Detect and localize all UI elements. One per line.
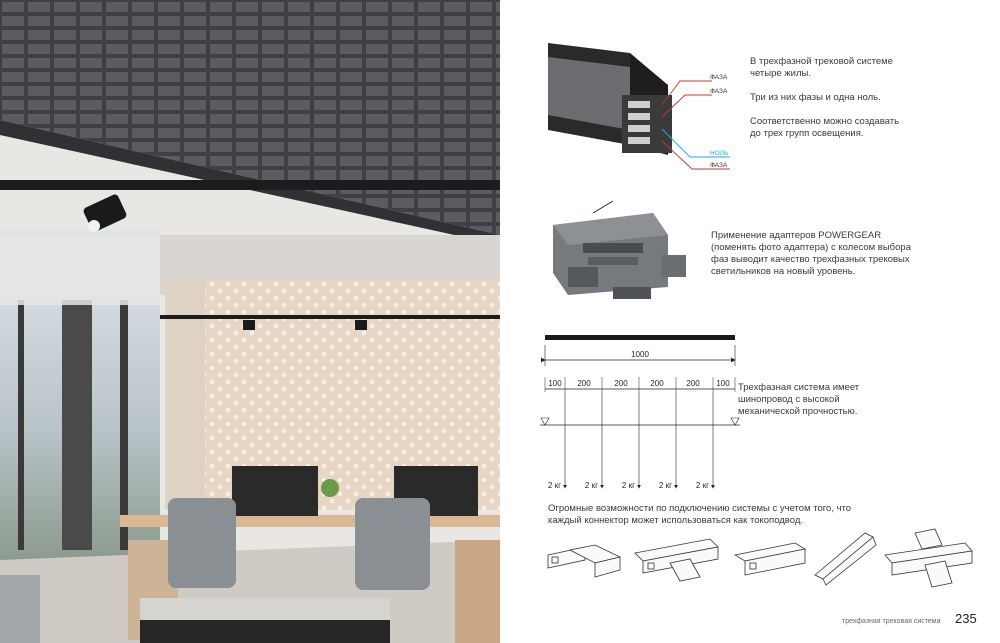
total-length-label: 1000: [631, 350, 649, 359]
block-adapters: Применение адаптеров POWERGEAR (поменять…: [711, 230, 911, 278]
t-connector-drawing: [634, 538, 719, 582]
straight-connector-drawing: [733, 542, 807, 576]
text-line: каждый коннектор может использоваться ка…: [548, 515, 804, 526]
text-line: шинопровод с высокой: [738, 394, 840, 405]
office-interior-photo: [0, 0, 500, 643]
text-line: до трех групп освещения.: [750, 128, 864, 139]
load-label: 2 кг: [659, 481, 672, 490]
text-line: В трехфазной трековой системе: [750, 56, 893, 67]
segment-label: 100: [548, 379, 562, 388]
segment-label: 100: [716, 379, 730, 388]
segment-label: 200: [686, 379, 700, 388]
block-connectors: Огромные возможности по подключению сист…: [548, 503, 851, 527]
section-title: трехфазная трековая система: [842, 618, 941, 625]
l-connector-drawing: [547, 544, 622, 578]
track-profile-image: ФАЗА ФАЗА НОЛЬ ФАЗА: [548, 43, 730, 170]
block-strength: Трехфазная система имеет шинопровод с вы…: [738, 382, 859, 418]
load-label: 2 кг: [585, 481, 598, 490]
text-line: [750, 104, 899, 116]
flexible-connector-drawing: [814, 532, 877, 586]
load-label: 2 кг: [548, 481, 561, 490]
text-line: светильников на новый уровень.: [711, 266, 856, 277]
text-line: фаз выводит качество трехфазных трековых: [711, 254, 910, 265]
segment-label: 200: [650, 379, 664, 388]
load-label: 2 кг: [622, 481, 635, 490]
label-phase-3: ФАЗА: [710, 162, 728, 169]
label-phase-2: ФАЗА: [710, 88, 728, 95]
text-line: Применение адаптеров POWERGEAR: [711, 230, 882, 241]
text-line: Огромные возможности по подключению сист…: [548, 503, 852, 514]
text-line: Три из них фазы и одна ноль.: [750, 92, 881, 103]
text-line: (поменять фото адаптера) с колесом выбор…: [711, 242, 911, 253]
segment-label: 200: [577, 379, 591, 388]
adapter-image: [553, 200, 686, 299]
text-line: [750, 80, 899, 92]
label-phase-1: ФАЗА: [710, 74, 728, 81]
text-line: механической прочностью.: [738, 406, 858, 417]
text-line: четыре жилы.: [750, 68, 811, 79]
block-four-wires: В трехфазной трековой системе четыре жил…: [750, 56, 899, 140]
label-neutral: НОЛЬ: [710, 150, 728, 157]
connector-drawings: [547, 528, 973, 588]
page-number: 235: [955, 611, 977, 626]
x-connector-drawing: [884, 528, 973, 588]
text-line: Соответственно можно создавать: [750, 116, 900, 127]
segment-label: 200: [614, 379, 628, 388]
load-label: 2 кг: [696, 481, 709, 490]
load-diagram: 1000 100 200 200 200 200 100 2 кг 2 кг 2…: [540, 335, 740, 490]
text-line: Трехфазная система имеет: [738, 382, 860, 393]
